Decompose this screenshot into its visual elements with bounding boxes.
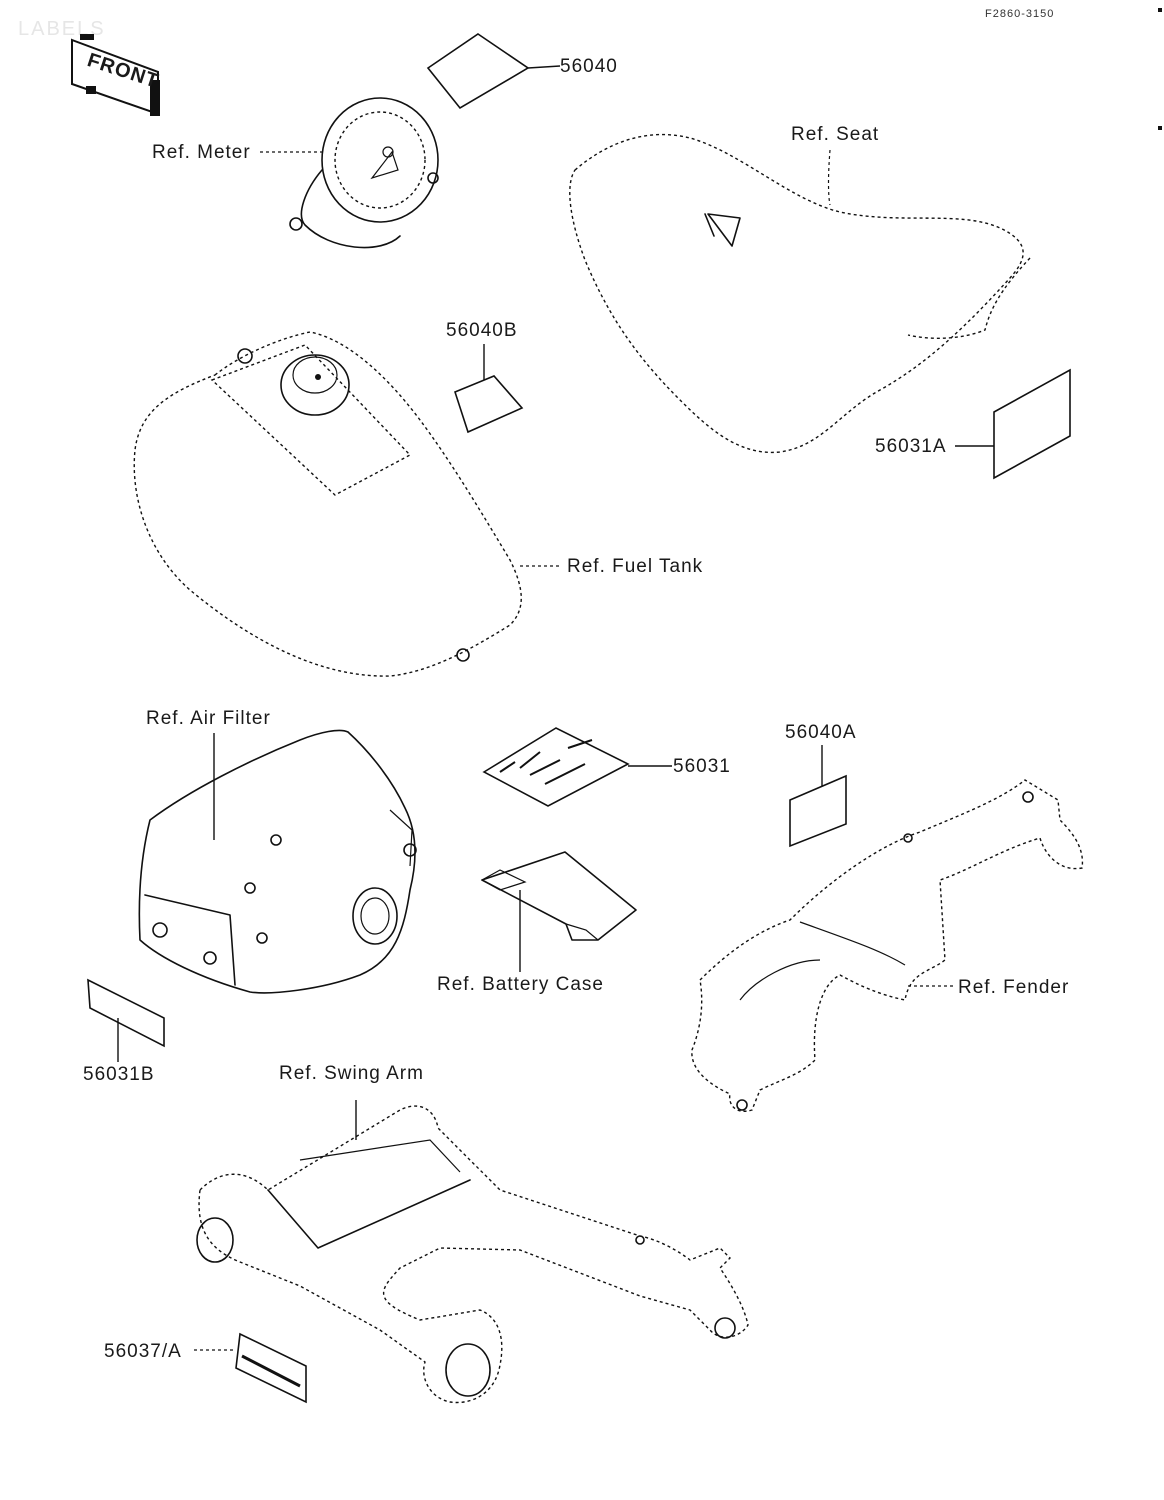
callout-56037a: 56037/A (104, 1341, 182, 1362)
callout-ref-fuel-tank: Ref. Fuel Tank (567, 556, 704, 577)
decal-56040a-shape (789, 774, 847, 848)
decal-56040-shape (426, 33, 530, 110)
margin-dot-mid (1158, 126, 1162, 130)
callout-56040: 56040 (560, 56, 618, 77)
callout-ref-seat: Ref. Seat (791, 124, 880, 145)
callout-56031b: 56031B (83, 1064, 155, 1085)
decal-56037a-shape (235, 1332, 307, 1404)
callout-ref-battery-case: Ref. Battery Case (437, 974, 604, 995)
drawing-code: F2860-3150 (985, 8, 1055, 20)
battery-case-drawing (480, 851, 637, 941)
swing-arm-drawing (196, 1105, 749, 1404)
decal-56040b-shape (454, 375, 524, 434)
decal-56031a-shape (993, 368, 1071, 480)
callout-ref-fender: Ref. Fender (958, 977, 1070, 998)
meter-drawing (289, 97, 439, 249)
callout-ref-swing-arm: Ref. Swing Arm (279, 1063, 424, 1084)
air-filter-drawing (138, 729, 417, 994)
fender-drawing (691, 779, 1084, 1112)
margin-dot-top (1158, 8, 1162, 12)
callout-ref-meter: Ref. Meter (152, 142, 251, 163)
seat-drawing (569, 133, 1031, 454)
callout-56040b: 56040B (446, 320, 518, 341)
callout-ref-air-filter: Ref. Air Filter (146, 708, 271, 729)
decal-56031-shape (482, 727, 630, 807)
callout-56040a: 56040A (785, 722, 857, 743)
front-marker-icon (71, 34, 160, 116)
callout-56031a: 56031A (875, 436, 947, 457)
decal-56031b-shape (87, 978, 165, 1048)
callout-56031: 56031 (673, 756, 731, 777)
fuel-tank-drawing (133, 331, 522, 677)
